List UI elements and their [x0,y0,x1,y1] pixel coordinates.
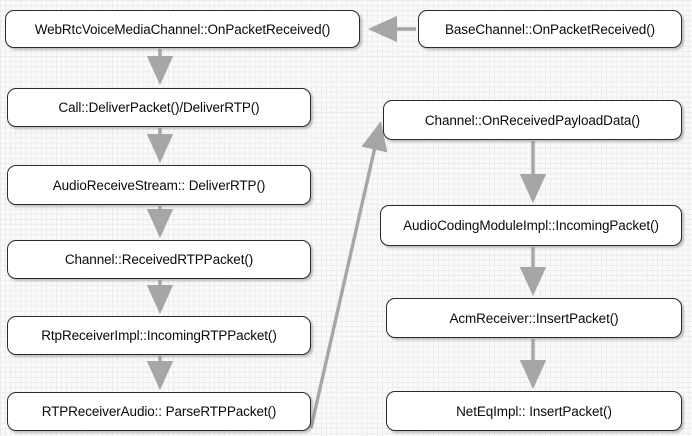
node-webrtcvoicemediachannel-onpacketreceived[interactable]: WebRtcVoiceMediaChannel::OnPacketReceive… [5,10,360,48]
node-label: WebRtcVoiceMediaChannel::OnPacketReceive… [34,21,331,37]
node-label: NetEqImpl:: InsertPacket() [456,403,612,419]
node-rtpreceiverimpl-incomingrtppacket[interactable]: RtpReceiverImpl::IncomingRTPPacket() [7,316,311,355]
node-rtpreceiveraudio-parsertppacket[interactable]: RTPReceiverAudio:: ParseRTPPacket() [7,392,311,431]
node-channel-onreceivedpayloaddata[interactable]: Channel::OnReceivedPayloadData() [383,100,682,140]
node-label: RtpReceiverImpl::IncomingRTPPacket() [41,328,277,343]
node-label: AudioCodingModuleImpl::IncomingPacket() [403,218,659,233]
node-acmreceiver-insertpacket[interactable]: AcmReceiver::InsertPacket() [386,298,682,338]
node-label: BaseChannel::OnPacketReceived() [444,21,655,37]
edge-rtpreceiveraudio-to-channel-onreceivedpayloaddata [309,121,388,429]
node-audioreceivestream-deliverrtp[interactable]: AudioReceiveStream:: DeliverRTP() [7,165,311,205]
node-label: Call::DeliverPacket()/DeliverRTP() [58,100,260,115]
node-label: Channel::OnReceivedPayloadData() [424,112,641,128]
node-neteqimpl-insertpacket[interactable]: NetEqImpl:: InsertPacket() [386,391,682,431]
node-label: AudioReceiveStream:: DeliverRTP() [52,177,266,193]
node-label: RTPReceiverAudio:: ParseRTPPacket() [41,404,277,419]
node-label: Channel::ReceivedRTPPacket() [64,252,254,267]
node-basechannel-onpacketreceived[interactable]: BaseChannel::OnPacketReceived() [418,10,682,48]
node-call-deliverpacket-deliverrtp[interactable]: Call::DeliverPacket()/DeliverRTP() [7,88,311,127]
node-label: AcmReceiver::InsertPacket() [449,310,619,326]
node-channel-receivedrtppacket[interactable]: Channel::ReceivedRTPPacket() [7,240,311,279]
node-audiocodingmoduleimpl-incomingpacket[interactable]: AudioCodingModuleImpl::IncomingPacket() [380,205,682,246]
